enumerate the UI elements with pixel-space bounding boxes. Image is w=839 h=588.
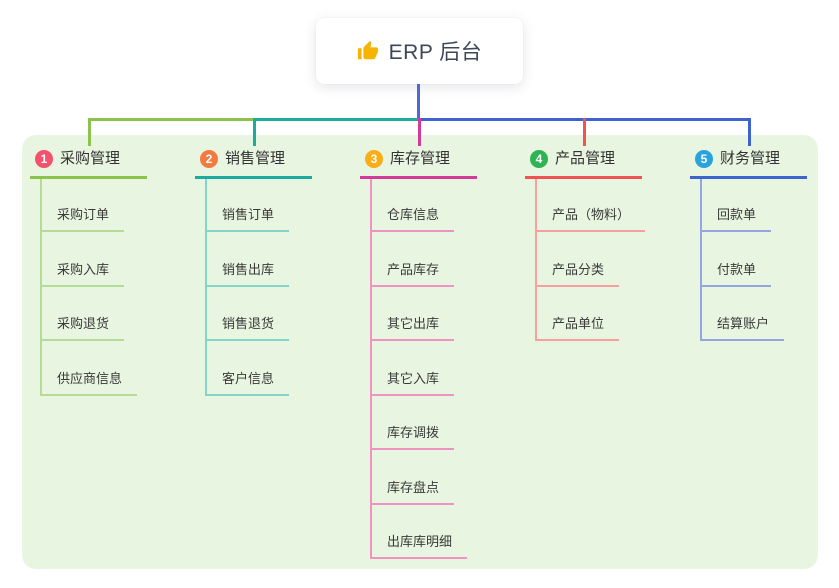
child-underline <box>370 339 454 341</box>
child-label: 销售出库 <box>222 262 275 277</box>
child-connector-spine <box>535 179 537 341</box>
branch-number-badge: 1 <box>35 150 53 168</box>
child-underline <box>700 285 771 287</box>
child-underline <box>370 503 454 505</box>
child-label: 销售退货 <box>222 316 275 331</box>
child-label: 出库库明细 <box>387 534 453 549</box>
child-label: 回款单 <box>717 207 757 222</box>
root-node-title: ERP 后台 <box>388 41 483 64</box>
thumbs-up-icon <box>357 40 379 62</box>
connector-drop-branch4 <box>583 118 586 146</box>
child-label: 采购订单 <box>57 207 110 222</box>
connector-drop-branch5 <box>748 118 751 146</box>
child-label: 其它入库 <box>387 371 440 386</box>
child-underline <box>205 394 289 396</box>
child-label: 产品单位 <box>552 316 605 331</box>
branch-number-badge: 5 <box>695 150 713 168</box>
branch-label: 采购管理 <box>60 150 121 167</box>
child-label: 供应商信息 <box>57 371 123 386</box>
branch-number-badge: 3 <box>365 150 383 168</box>
connector-root-vertical-overlay <box>417 84 420 118</box>
child-label: 产品库存 <box>387 262 440 277</box>
child-label: 付款单 <box>717 262 757 277</box>
connector-drop-branch2 <box>253 118 256 146</box>
branch-label: 产品管理 <box>555 150 616 167</box>
branch-number-badge: 4 <box>530 150 548 168</box>
child-underline <box>40 339 124 341</box>
branch-underline <box>360 176 477 179</box>
child-label: 采购入库 <box>57 262 110 277</box>
child-underline <box>700 339 784 341</box>
child-underline <box>535 285 619 287</box>
branch-label: 销售管理 <box>225 150 286 167</box>
child-label: 其它出库 <box>387 316 440 331</box>
child-underline <box>535 339 619 341</box>
child-underline <box>370 557 467 559</box>
branch-label: 库存管理 <box>390 150 451 167</box>
branches-panel-background <box>22 135 818 569</box>
child-label: 采购退货 <box>57 316 110 331</box>
child-underline <box>40 394 137 396</box>
child-underline <box>205 285 289 287</box>
child-underline <box>535 230 645 232</box>
connector-drop-branch3 <box>418 118 421 146</box>
child-label: 销售订单 <box>222 207 275 222</box>
child-label: 库存调拨 <box>387 425 440 440</box>
child-underline <box>205 230 289 232</box>
child-underline <box>370 285 454 287</box>
child-label: 产品（物料） <box>552 207 631 222</box>
child-label: 仓库信息 <box>387 207 440 222</box>
child-label: 客户信息 <box>222 371 275 386</box>
child-label: 产品分类 <box>552 262 605 277</box>
child-underline <box>370 394 454 396</box>
branch-label: 财务管理 <box>720 150 781 167</box>
branch-underline <box>30 176 147 179</box>
child-connector-spine <box>370 179 372 559</box>
child-label: 库存盘点 <box>387 480 440 495</box>
branch-underline <box>195 176 312 179</box>
child-underline <box>40 230 124 232</box>
child-underline <box>700 230 771 232</box>
child-connector-spine <box>205 179 207 396</box>
child-underline <box>370 230 454 232</box>
connector-drop-branch1 <box>88 118 91 146</box>
child-label: 结算账户 <box>717 316 770 331</box>
child-underline <box>370 448 454 450</box>
branch-underline <box>690 176 807 179</box>
child-underline <box>205 339 289 341</box>
connector-bus-branch2 <box>253 118 418 121</box>
branch-number-badge: 2 <box>200 150 218 168</box>
child-connector-spine <box>40 179 42 396</box>
root-node[interactable]: ERP 后台 <box>316 18 523 84</box>
branch-underline <box>525 176 642 179</box>
child-underline <box>40 285 124 287</box>
child-connector-spine <box>700 179 702 341</box>
